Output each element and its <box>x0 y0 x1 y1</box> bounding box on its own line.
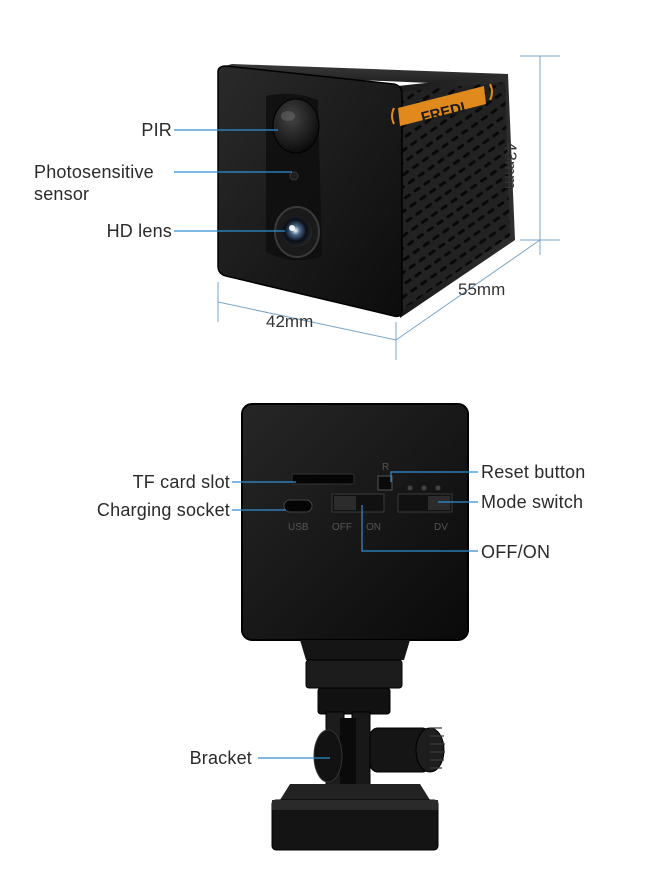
back-panel-labels: USB OFF ON DV R <box>288 462 448 533</box>
panel-label-off: OFF <box>332 522 352 533</box>
label-charging-socket: Charging socket <box>96 500 230 520</box>
label-photosensitive-line2: sensor <box>34 184 90 204</box>
panel-label-on: ON <box>366 522 381 533</box>
callout-lines-back <box>232 471 478 759</box>
dimension-width: 42mm <box>266 312 314 331</box>
label-photosensitive-line1: Photosensitive <box>34 162 154 182</box>
label-hd-lens: HD lens <box>106 221 172 241</box>
panel-label-dv: DV <box>434 522 448 533</box>
panel-label-usb: USB <box>288 522 309 533</box>
label-mode-switch: Mode switch <box>481 492 584 512</box>
label-tf-card-slot: TF card slot <box>132 472 230 492</box>
camera-front-view <box>217 64 515 318</box>
dimension-depth: 55mm <box>458 280 506 299</box>
label-off-on: OFF/ON <box>481 542 551 562</box>
dimension-lines <box>217 55 560 360</box>
label-pir: PIR <box>141 120 172 140</box>
panel-label-reset: R <box>382 462 389 473</box>
label-reset-button: Reset button <box>481 462 586 482</box>
dimension-height: 43mm <box>501 142 520 190</box>
callout-lines-front <box>174 129 292 232</box>
bracket-mount <box>271 640 445 851</box>
label-bracket: Bracket <box>189 748 252 768</box>
camera-back-view <box>241 403 469 641</box>
